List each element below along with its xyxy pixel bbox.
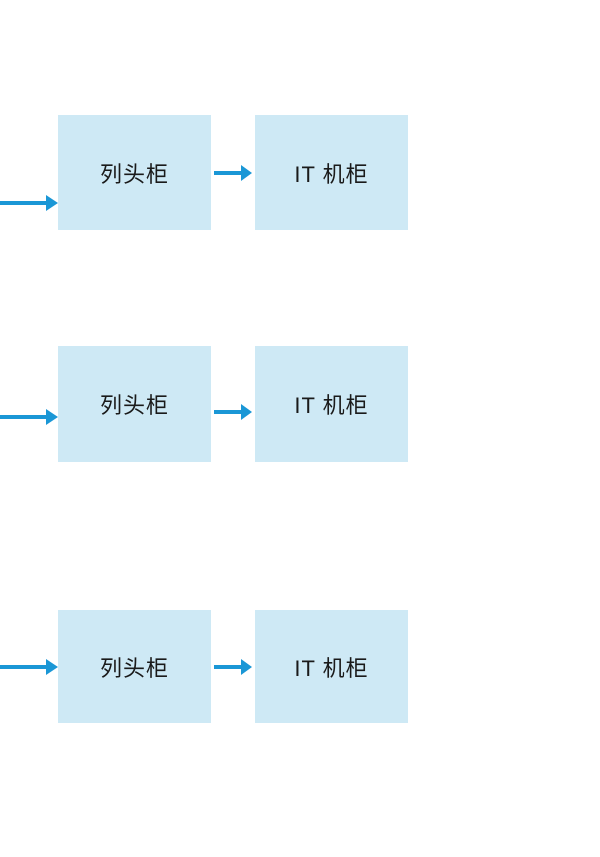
connector-arrow-icon	[214, 165, 252, 181]
row-head-cabinet-label: 列头柜	[99, 655, 169, 681]
arrow-head	[241, 165, 252, 181]
it-cabinet-box: IT 机柜	[255, 610, 408, 723]
row-head-cabinet-box: 列头柜	[58, 610, 211, 723]
connector-arrow-icon	[214, 404, 252, 420]
incoming-arrow-icon	[0, 409, 58, 425]
it-cabinet-label: IT 机柜	[294, 655, 369, 681]
row-head-cabinet-box: 列头柜	[58, 115, 211, 230]
arrow-head	[46, 195, 58, 211]
arrow-head	[46, 659, 58, 675]
it-cabinet-label: IT 机柜	[294, 393, 369, 418]
connector-arrow-icon	[214, 659, 252, 675]
incoming-arrow-icon	[0, 195, 58, 211]
it-cabinet-box: IT 机柜	[255, 115, 408, 230]
row-head-cabinet-label: 列头柜	[99, 393, 169, 418]
row-head-cabinet-box: 列头柜	[58, 346, 211, 462]
row-head-cabinet-label: 列头柜	[99, 161, 169, 187]
it-cabinet-label: IT 机柜	[294, 161, 369, 187]
arrow-head	[241, 659, 252, 675]
arrow-head	[241, 404, 252, 420]
incoming-arrow-icon	[0, 659, 58, 675]
it-cabinet-box: IT 机柜	[255, 346, 408, 462]
arrow-head	[46, 409, 58, 425]
